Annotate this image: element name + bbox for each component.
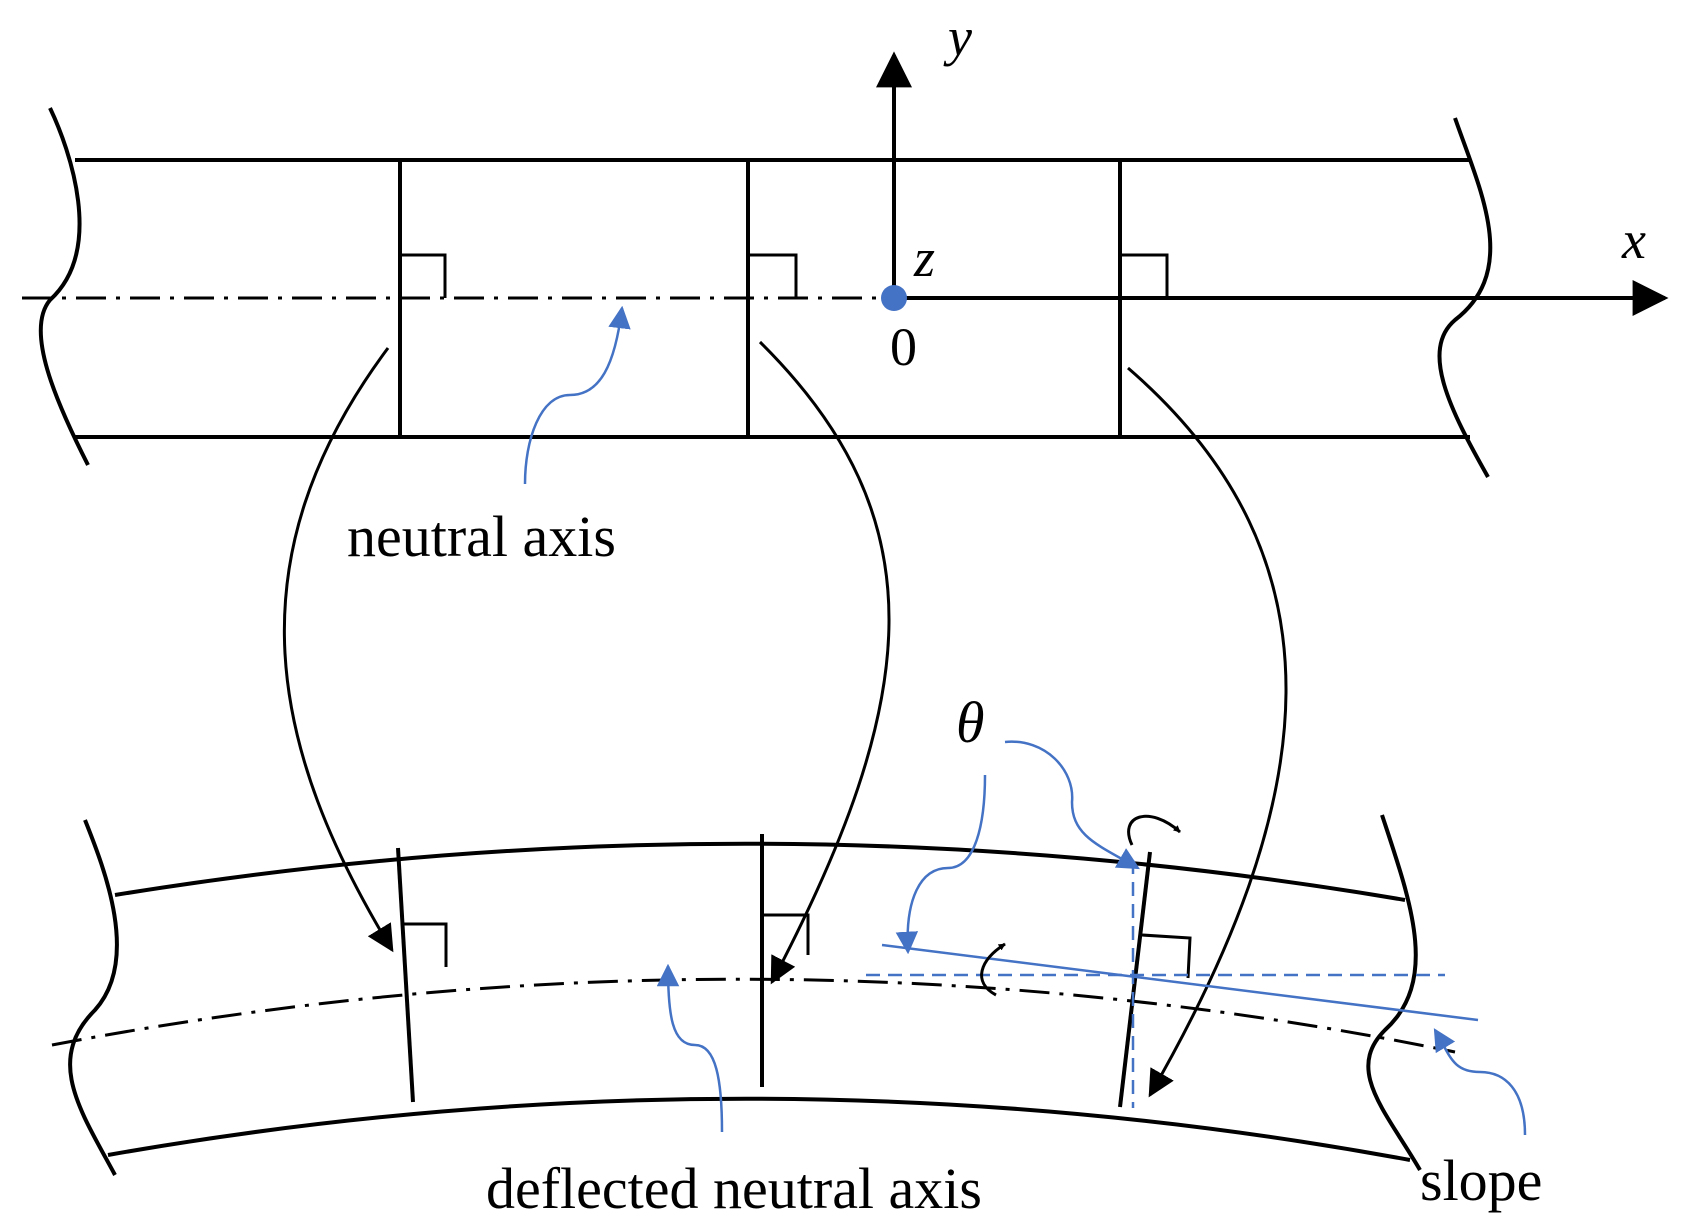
origin-label: 0: [890, 317, 917, 377]
tangent-slope-line: [881, 943, 1479, 1022]
theta-leader-left: [895, 774, 987, 955]
slope-leader: [1433, 1028, 1527, 1136]
deflected-section-1: [396, 847, 415, 1103]
rotation-arrow-axis: [980, 942, 1006, 997]
deflected-neutral-axis-line: [51, 977, 1456, 1054]
theta-label: θ: [956, 690, 985, 755]
deflected-right-angle-2: [762, 913, 810, 955]
right-angle-mark-2: [748, 253, 798, 298]
deflected-axis-leader: [656, 963, 724, 1133]
slope-label: slope: [1420, 1148, 1542, 1213]
x-axis-label: x: [1621, 210, 1646, 270]
deflected-right-angle-1: [402, 922, 448, 967]
coordinate-axes: y x z 0: [876, 7, 1669, 377]
leader-arrows: [523, 305, 1527, 1136]
right-angle-mark-3: [1120, 253, 1169, 298]
neutral-axis-leader: [523, 305, 631, 485]
theta-leader-right: [1004, 740, 1140, 870]
undeformed-beam: [22, 107, 1493, 478]
neutral-axis-label: neutral axis: [347, 504, 616, 569]
origin-point: [881, 285, 907, 311]
deflected-section-3: [1118, 851, 1152, 1108]
y-axis-label: y: [943, 7, 972, 67]
rotation-arrow-top: [1127, 814, 1182, 846]
right-angle-mark-1: [400, 253, 447, 298]
slope-annotation: [866, 814, 1479, 1108]
deflected-left-break: [68, 819, 119, 1176]
mapping-arrow-2: [758, 340, 891, 985]
z-axis-label: z: [913, 228, 935, 288]
deflected-bottom-edge: [107, 1096, 1411, 1162]
deflected-right-break: [1366, 814, 1422, 1172]
deflected-neutral-axis-label: deflected neutral axis: [486, 1156, 982, 1221]
mapping-arrow-3: [1127, 366, 1288, 1098]
deflected-beam: [51, 814, 1456, 1176]
deflected-right-angle-3: [1141, 933, 1192, 979]
beam-left-break: [38, 107, 90, 466]
beam-right-break: [1437, 117, 1493, 478]
